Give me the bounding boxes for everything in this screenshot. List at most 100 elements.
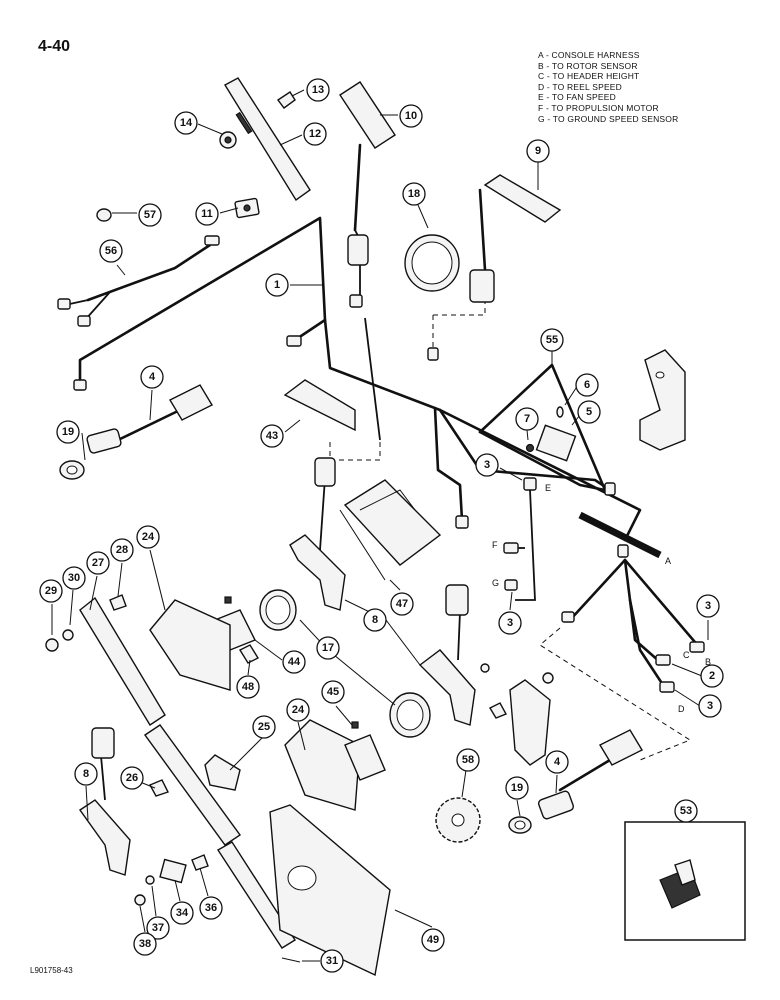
callout-34: 34: [170, 901, 194, 925]
svg-text:18: 18: [408, 188, 420, 200]
svg-text:8: 8: [372, 614, 378, 626]
svg-text:10: 10: [405, 110, 417, 122]
connector-10: [339, 81, 396, 149]
svg-text:3: 3: [484, 459, 490, 471]
callout-26: 26: [120, 766, 144, 790]
plug-8a: [314, 457, 336, 487]
parts: [45, 77, 746, 977]
nut-38: [134, 894, 146, 906]
svg-text:3: 3: [705, 600, 711, 612]
callout-58: 58: [456, 748, 480, 772]
callout-19-lower: 19: [505, 776, 529, 800]
sensor-4b-cable: [558, 758, 612, 792]
svg-text:30: 30: [68, 572, 80, 584]
svg-text:8: 8: [83, 768, 89, 780]
svg-text:49: 49: [427, 934, 439, 946]
callout-37: 37: [146, 916, 170, 940]
legend-entry-e: E - TO FAN SPEED: [538, 92, 616, 103]
callout-47: 47: [390, 592, 414, 616]
plate-24b: [284, 719, 361, 811]
svg-text:6: 6: [584, 379, 590, 391]
rail-lower: [144, 724, 241, 846]
callout-7: 7: [515, 407, 539, 431]
svg-text:1: 1: [274, 279, 280, 291]
screw-48: [239, 644, 259, 664]
callout-3-d: 3: [698, 694, 722, 718]
legend-entry-a: A - CONSOLE HARNESS: [538, 50, 640, 60]
plate-47: [343, 479, 442, 566]
wire-letter-b: B: [705, 657, 711, 667]
callout-14: 14: [174, 111, 198, 135]
wire-letter-g: G: [492, 578, 499, 588]
svg-text:45: 45: [327, 686, 339, 698]
connector-5: [535, 424, 577, 462]
svg-text:27: 27: [92, 557, 104, 569]
callout-28: 28: [110, 538, 134, 562]
legend-entry-g: G - TO GROUND SPEED SENSOR: [538, 113, 679, 124]
sensor-4b: [599, 729, 643, 766]
callout-11: 11: [195, 202, 219, 226]
callout-8-mid: 8: [363, 608, 387, 632]
figure-code: L901758-43: [30, 966, 73, 975]
svg-text:4: 4: [149, 371, 156, 383]
bracket-12: [224, 77, 311, 202]
plate-34: [159, 858, 187, 884]
svg-text:5: 5: [586, 406, 592, 418]
bushing-45: [344, 734, 386, 781]
svg-text:7: 7: [524, 413, 530, 425]
svg-text:53: 53: [680, 805, 692, 817]
bracket-25: [204, 754, 241, 791]
svg-text:3: 3: [507, 617, 513, 629]
callout-18: 18: [402, 182, 426, 206]
nut-29: [45, 638, 59, 652]
callout-13: 13: [306, 78, 330, 102]
svg-text:38: 38: [139, 938, 151, 950]
callout-36: 36: [199, 896, 223, 920]
svg-text:37: 37: [152, 922, 164, 934]
svg-text:48: 48: [242, 681, 254, 693]
callout-3-b: 3: [696, 594, 720, 618]
legend-entry-f: F - TO PROPULSION MOTOR: [538, 102, 659, 113]
svg-text:29: 29: [45, 585, 57, 597]
svg-text:19: 19: [62, 426, 74, 438]
svg-text:4: 4: [554, 756, 561, 768]
callout-2: 2: [700, 664, 724, 688]
main-harness-wires: [78, 143, 702, 801]
dashed-connections: [329, 300, 692, 761]
legend-entry-d: D - TO REEL SPEED: [538, 81, 623, 92]
svg-text:24: 24: [292, 704, 305, 716]
callout-19-upper: 19: [56, 420, 80, 444]
callout-48: 48: [236, 675, 260, 699]
screw-13: [276, 91, 296, 109]
wire-letter-f: F: [492, 540, 498, 550]
callout-38: 38: [133, 932, 157, 956]
washer-30: [62, 629, 74, 641]
screw-28: [109, 594, 127, 611]
svg-text:44: 44: [288, 656, 301, 668]
callout-44: 44: [282, 650, 306, 674]
callout-9: 9: [526, 139, 550, 163]
callout-45: 45: [321, 680, 345, 704]
callout-31: 31: [320, 949, 344, 973]
svg-text:19: 19: [511, 782, 523, 794]
callout-8-lower: 8: [74, 762, 98, 786]
callout-25: 25: [252, 715, 276, 739]
callout-43: 43: [260, 424, 284, 448]
svg-text:36: 36: [205, 902, 217, 914]
svg-text:57: 57: [144, 209, 156, 221]
svg-text:24: 24: [142, 531, 155, 543]
callout-24-lower: 24: [286, 698, 310, 722]
svg-text:17: 17: [322, 642, 334, 654]
callout-4-lower: 4: [545, 750, 569, 774]
callout-30: 30: [62, 566, 86, 590]
plug-8b: [445, 584, 469, 616]
washer-37: [145, 875, 155, 885]
callout-17: 17: [316, 636, 340, 660]
callout-56: 56: [99, 239, 123, 263]
legend: A - CONSOLE HARNESS B - TO ROTOR SENSOR …: [538, 50, 678, 124]
callout-29: 29: [39, 579, 63, 603]
callout-49: 49: [421, 928, 445, 952]
svg-text:11: 11: [201, 208, 213, 220]
harness-56: [64, 243, 212, 321]
sensor-4a: [169, 384, 213, 421]
